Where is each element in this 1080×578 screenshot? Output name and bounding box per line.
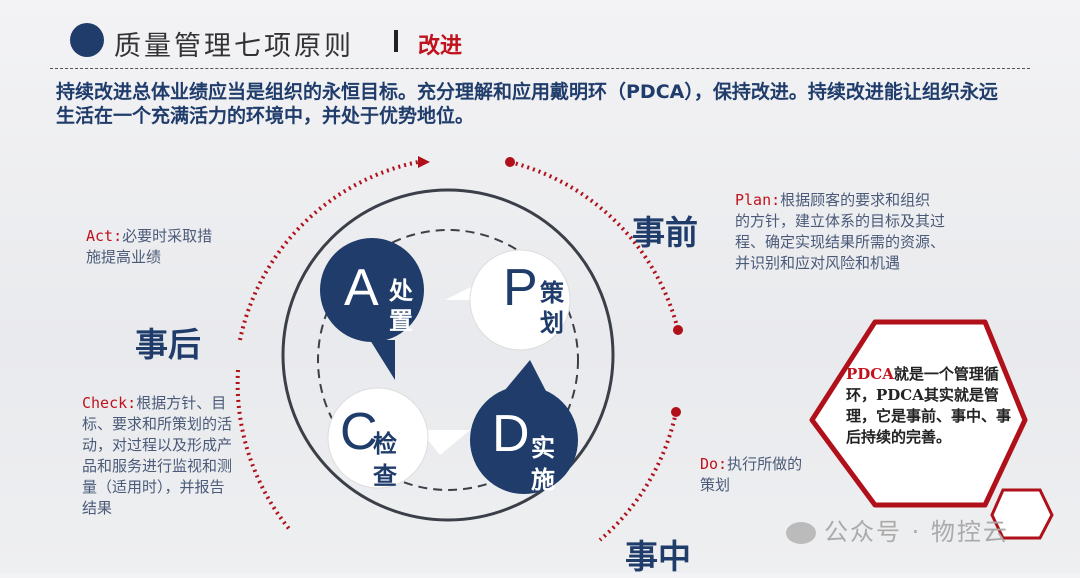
cycle-check-label: 检查 [373,430,397,490]
hexagon-text: PDCA就是一个管理循环，PDCA其实就是管理，它是事前、事中、事后持续的完善。 [846,365,1012,446]
cycle-act-label: 处置 [389,277,413,335]
watermark: 公众号 · 物控云 [786,512,1009,547]
bubble-c [327,387,470,489]
cycle-act: A [344,259,379,317]
page-title: 质量管理七项原则 [114,31,354,62]
inner-dashed-ring [317,229,579,491]
info-hexagon [809,319,1028,508]
outer-ring [281,188,615,522]
header-divider [50,68,1030,69]
small-hexagon [990,488,1054,540]
page-subtitle: 改进 [418,34,463,59]
dotted-arc-left [235,369,292,532]
cycle-do-label: 实施 [531,434,555,494]
cycle-check: C [340,403,378,461]
note-plan: Plan:根据顾客的要求和组织的方针，建立体系的目标及其过程、确定实现结果所需的… [735,191,946,272]
note-check: Check:根据方针、目标、要求和所策划的活动，对过程以及形成产品和服务进行监视… [82,394,233,517]
wechat-icon [786,522,816,544]
bubble-d [470,360,578,494]
title-divider [394,30,398,52]
cycle-do: D [492,405,530,463]
bubble-a [320,238,424,380]
phase-during: 事中 [625,537,691,576]
note-do: Do:执行所做的策划 [700,455,803,494]
dotted-arc-right-low [598,411,678,542]
note-act: Act:必要时采取措施提高业绩 [86,227,213,266]
dotted-arc-top [238,160,419,341]
cycle-plan-label: 策划 [540,279,564,337]
dotted-arc-right [509,160,680,331]
phase-after: 事后 [135,325,201,364]
arrow-icon [418,156,430,168]
title-bullet [70,23,104,57]
bubble-p [445,249,571,351]
phase-before: 事前 [632,213,698,252]
intro-text: 持续改进总体业绩应当是组织的永恒目标。充分理解和应用戴明环（PDCA），保持改进… [56,81,998,127]
cycle-plan: P [503,259,538,317]
